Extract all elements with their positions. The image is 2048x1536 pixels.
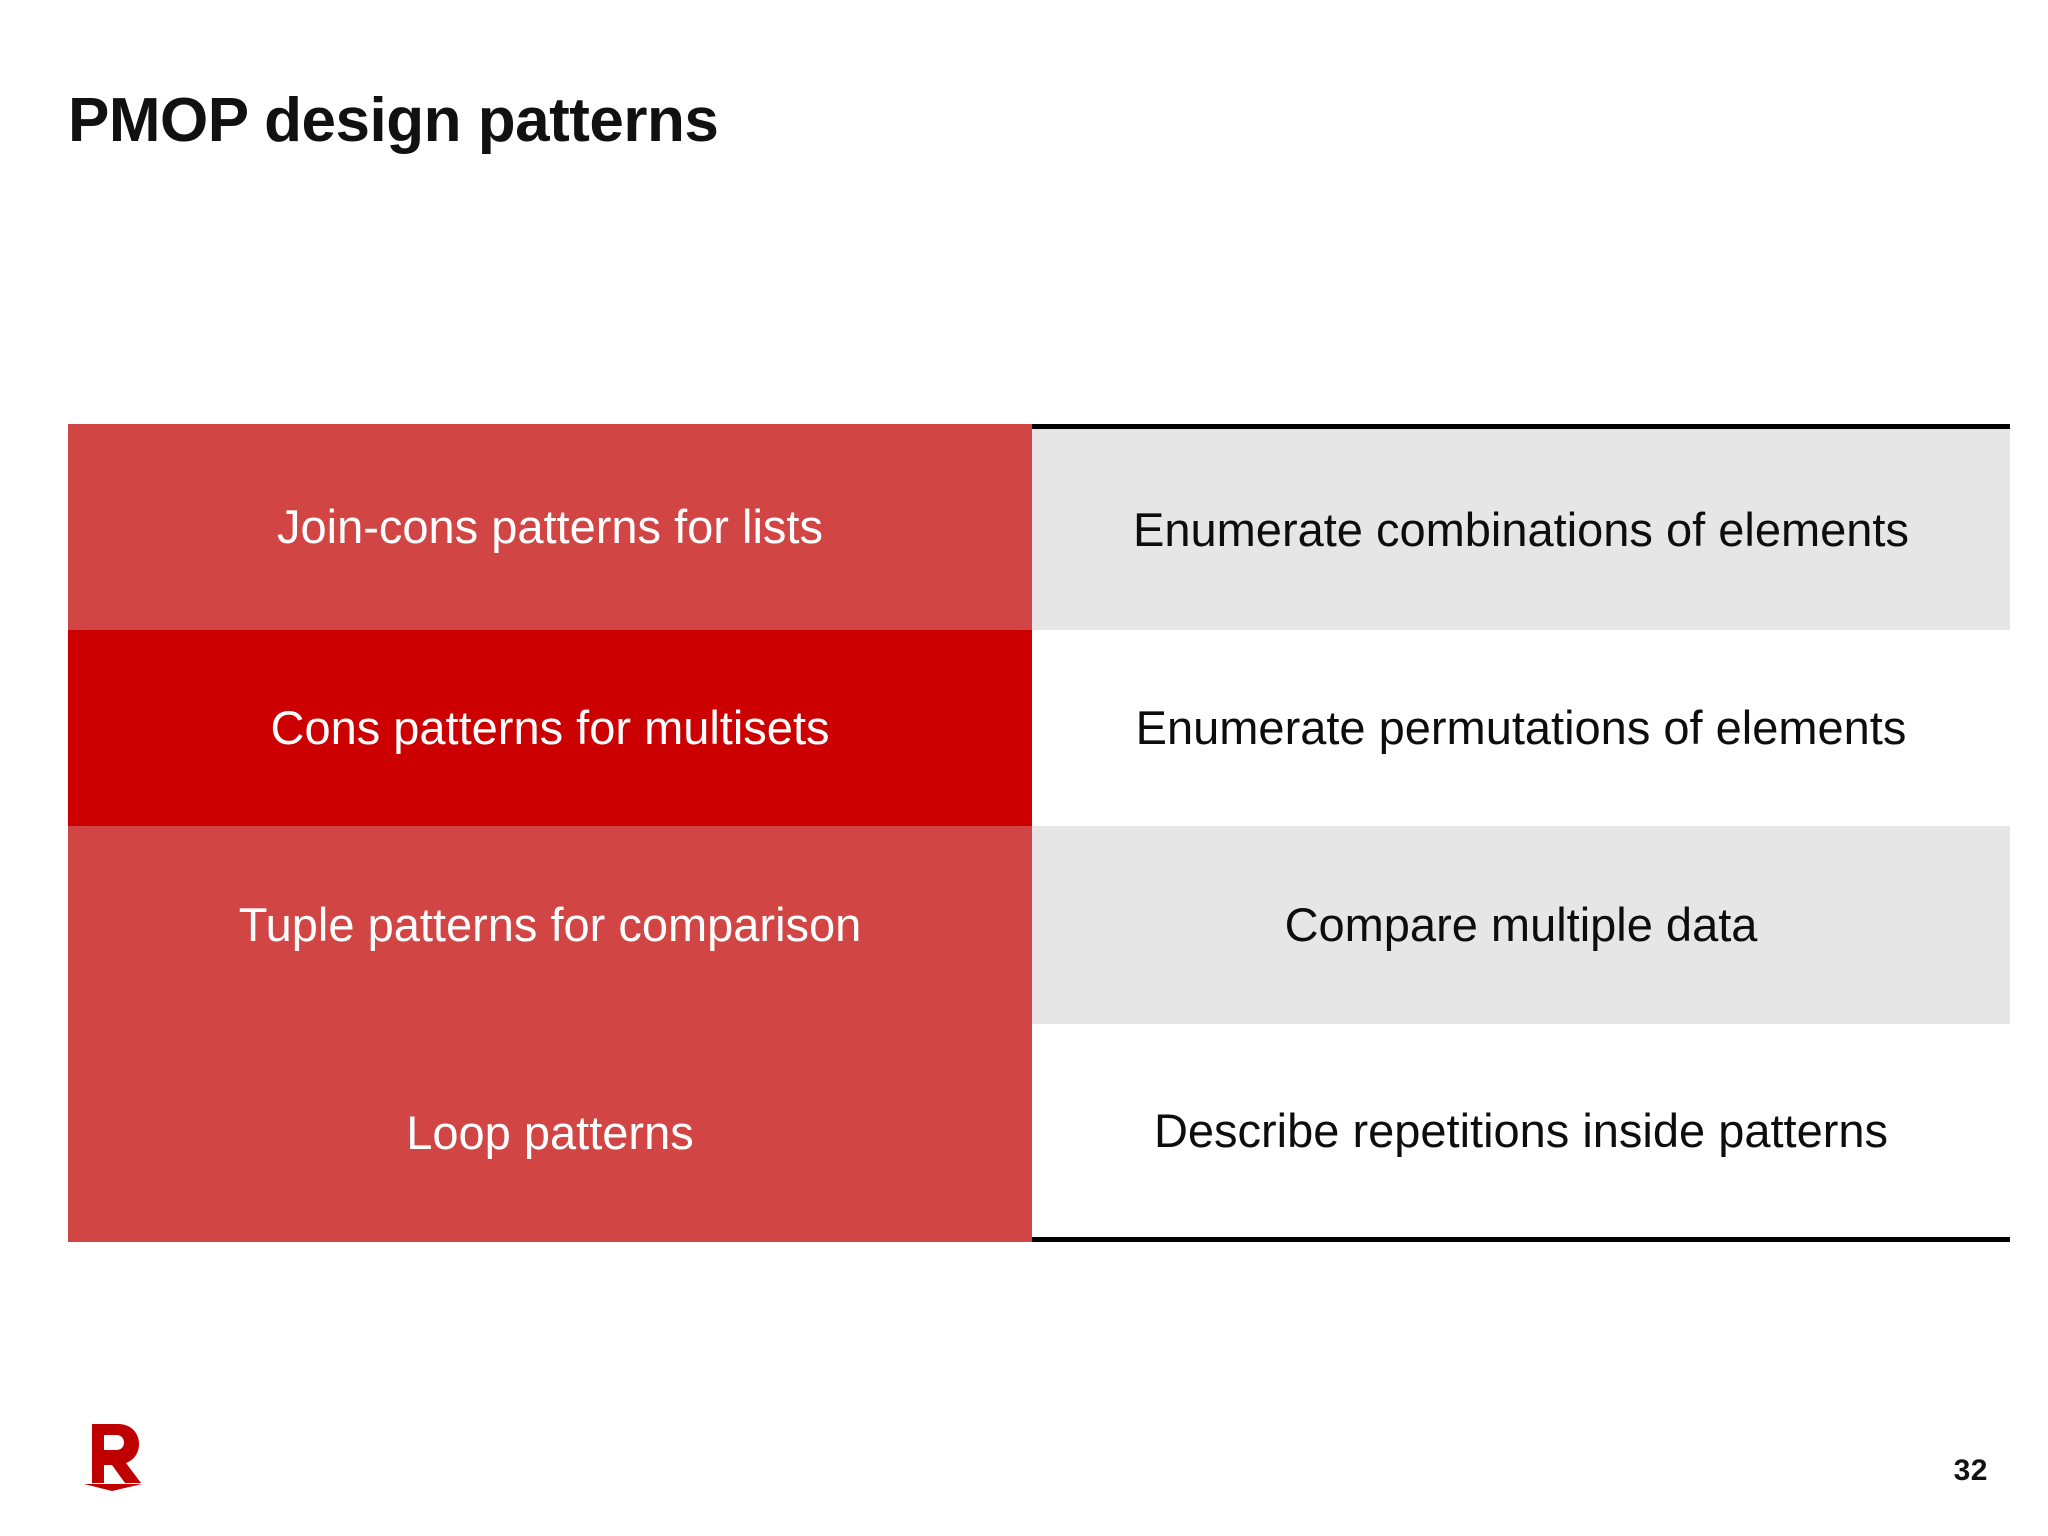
pattern-table: Join-cons patterns for lists Enumerate c… bbox=[68, 424, 2010, 1242]
pattern-cell-2: Cons patterns for multisets bbox=[68, 630, 1032, 826]
purpose-cell-3: Compare multiple data bbox=[1032, 826, 2010, 1024]
table-row: Tuple patterns for comparison Compare mu… bbox=[68, 826, 2010, 1024]
purpose-cell-4: Describe repetitions inside patterns bbox=[1032, 1024, 2010, 1242]
table-row: Cons patterns for multisets Enumerate pe… bbox=[68, 630, 2010, 826]
purpose-cell-1: Enumerate combinations of elements bbox=[1032, 424, 2010, 630]
rakuten-r-logo-icon bbox=[84, 1424, 142, 1491]
purpose-cell-2: Enumerate permutations of elements bbox=[1032, 630, 2010, 826]
pattern-cell-3: Tuple patterns for comparison bbox=[68, 826, 1032, 1024]
table-row: Loop patterns Describe repetitions insid… bbox=[68, 1024, 2010, 1242]
page-title: PMOP design patterns bbox=[68, 86, 719, 155]
pattern-cell-4: Loop patterns bbox=[68, 1024, 1032, 1242]
table-row: Join-cons patterns for lists Enumerate c… bbox=[68, 424, 2010, 630]
page-number: 32 bbox=[1953, 1454, 1988, 1487]
pattern-cell-1: Join-cons patterns for lists bbox=[68, 424, 1032, 630]
